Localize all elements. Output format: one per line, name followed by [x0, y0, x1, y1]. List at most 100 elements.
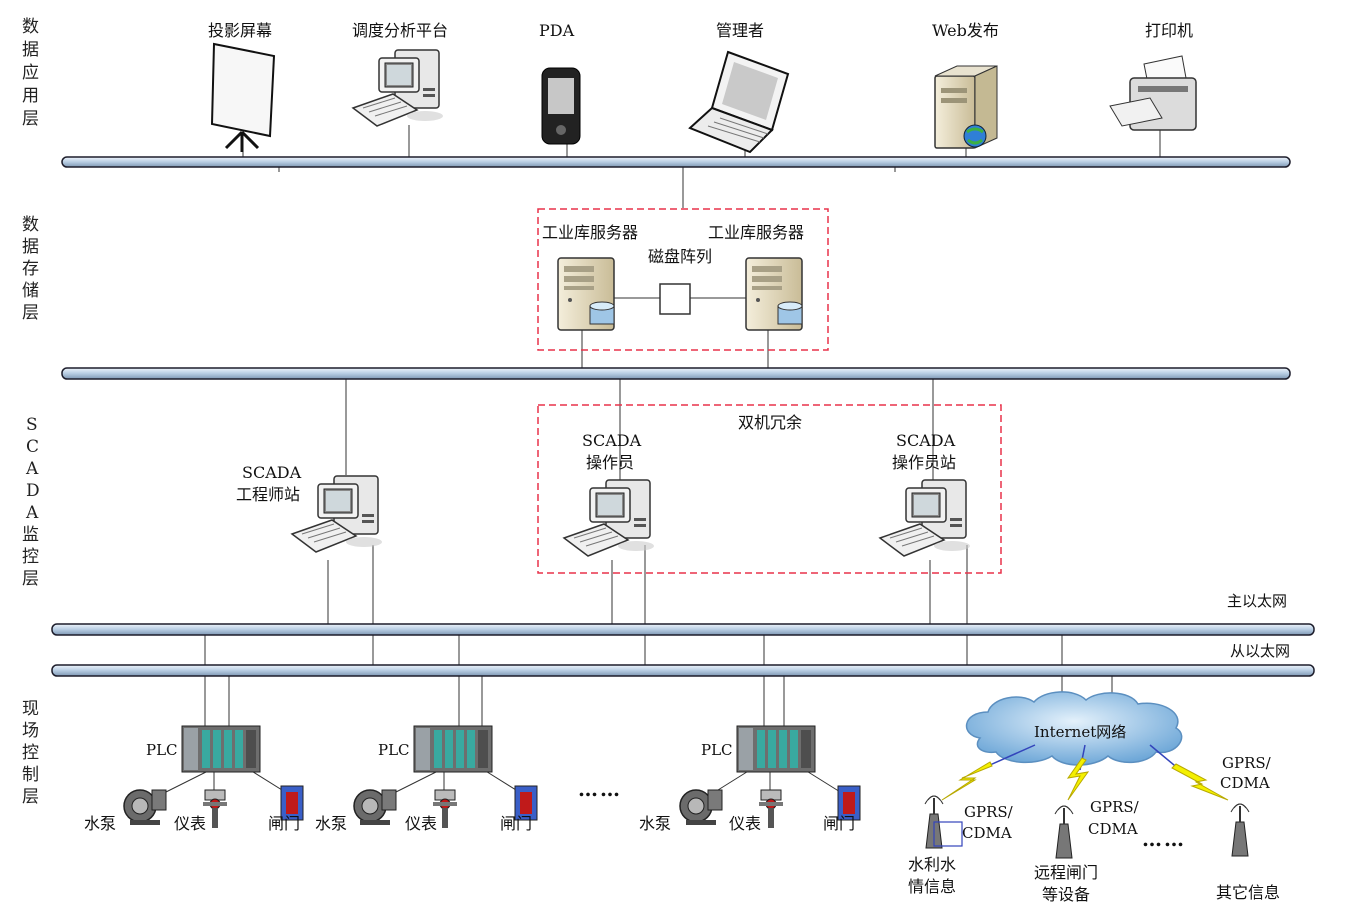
- internet-cloud-icon: [965, 691, 1183, 766]
- meter-label: 仪表: [174, 814, 206, 833]
- layer-storage-c3: 储: [22, 281, 39, 301]
- remote-gate-label-2: 等设备: [1042, 885, 1090, 904]
- backup-ethernet-label: 从以太网: [1230, 642, 1290, 660]
- other-info-label: 其它信息: [1216, 883, 1280, 902]
- operator-station-icon: [879, 479, 971, 557]
- layer-scada-c0: S: [26, 415, 38, 435]
- water-info-label-1: 水利水: [908, 855, 956, 874]
- server1-label: 工业库服务器: [542, 223, 638, 242]
- layer-field-c3: 制: [22, 765, 39, 785]
- plc-label: PLC: [146, 741, 178, 759]
- layer-scada-c1: C: [26, 437, 39, 457]
- layer-scada-c2: A: [25, 459, 39, 479]
- operator-label-1: SCADA: [582, 431, 642, 450]
- web-server-icon: [934, 65, 998, 149]
- plc-label: PLC: [378, 741, 410, 759]
- layer-label-app: 数 据 应 用 层: [22, 17, 39, 129]
- database-server-icon: [557, 257, 615, 331]
- redundancy-label: 双机冗余: [738, 413, 802, 432]
- layer-app-c2: 应: [22, 63, 39, 83]
- projector-icon: [210, 42, 276, 152]
- web-label: Web发布: [932, 21, 999, 40]
- meter-icon: [202, 789, 228, 829]
- remote-gate-label-1: 远程闸门: [1034, 863, 1098, 882]
- engineer-label-1: SCADA: [242, 463, 302, 482]
- layer-storage-c0: 数: [22, 215, 39, 235]
- gprs3-label-2: CDMA: [1220, 774, 1270, 792]
- printer-icon: [1109, 55, 1197, 131]
- meter-label: 仪表: [405, 814, 437, 833]
- bus-app: [61, 156, 1291, 168]
- layer-storage-c2: 存: [22, 259, 39, 279]
- redundancy-box: [537, 404, 1002, 574]
- desktop-computer-icon: [352, 49, 444, 127]
- wireless-link-1: [941, 744, 1036, 801]
- antenna-icon: [1054, 805, 1074, 859]
- pump-label: 水泵: [315, 814, 347, 833]
- layer-label-storage: 数 据 存 储 层: [22, 215, 39, 323]
- layer-scada-c4: A: [25, 503, 39, 523]
- pda-label: PDA: [539, 21, 575, 40]
- layer-scada-c6: 控: [22, 547, 39, 567]
- gate-label: 闸门: [823, 814, 855, 833]
- layer-storage-c1: 据: [22, 237, 39, 257]
- gprs1-label-1: GPRS/: [964, 803, 1014, 821]
- engineer-station-icon: [291, 475, 383, 553]
- database-server-icon: [745, 257, 803, 331]
- dispatch-label: 调度分析平台: [352, 21, 448, 40]
- pda-icon: [541, 67, 581, 145]
- gprs3-label-1: GPRS/: [1222, 754, 1272, 772]
- plc-icon: [181, 725, 261, 773]
- operator-label-2: 操作员: [586, 453, 634, 472]
- layer-field-c4: 层: [22, 787, 39, 807]
- layer-scada-c3: D: [26, 481, 40, 501]
- plc-icon: [413, 725, 493, 773]
- disk-array-label: 磁盘阵列: [648, 247, 712, 266]
- remote-ellipsis: ……: [1142, 827, 1186, 851]
- gprs2-label-2: CDMA: [1088, 820, 1138, 838]
- pump-icon: [679, 789, 723, 826]
- layer-app-c0: 数: [22, 17, 39, 37]
- layer-app-c3: 用: [22, 86, 39, 106]
- layer-label-field: 现 场 控 制 层: [22, 699, 39, 807]
- pump-label: 水泵: [84, 814, 116, 833]
- bus-main-ethernet: [51, 623, 1315, 636]
- operator-station-label-2: 操作员站: [892, 453, 956, 472]
- layer-scada-c5: 监: [22, 525, 39, 545]
- plc-group-1: PLC 水泵 仪表 闸门: [84, 725, 304, 833]
- plc-group-2: PLC 水泵 仪表 闸门: [315, 725, 538, 833]
- disk-array-icon: [659, 283, 691, 315]
- printer-label: 打印机: [1145, 21, 1193, 40]
- antenna-icon: [1230, 803, 1250, 857]
- meter-icon: [758, 789, 784, 829]
- water-info-label-2: 情信息: [908, 877, 956, 896]
- layer-label-scada: S C A D A 监 控 层: [22, 415, 40, 589]
- layer-field-c1: 场: [22, 721, 39, 741]
- layer-field-c0: 现: [22, 699, 39, 719]
- plc-icon: [736, 725, 816, 773]
- wireless-link-3: [1149, 744, 1229, 801]
- pump-icon: [353, 789, 397, 826]
- internet-label: Internet网络: [1034, 723, 1126, 741]
- storage-cluster-box: [537, 208, 829, 351]
- gate-label: 闸门: [268, 814, 300, 833]
- layer-app-c4: 层: [22, 109, 39, 129]
- pump-label: 水泵: [639, 814, 671, 833]
- plc-label: PLC: [701, 741, 733, 759]
- operator-station-icon: [563, 479, 655, 557]
- projector-label: 投影屏幕: [208, 21, 272, 40]
- manager-label: 管理者: [716, 21, 764, 40]
- gprs2-label-1: GPRS/: [1090, 798, 1140, 816]
- gate-label: 闸门: [500, 814, 532, 833]
- bus-backup-ethernet: [51, 664, 1315, 677]
- field-ellipsis: ……: [578, 777, 622, 801]
- server2-label: 工业库服务器: [708, 223, 804, 242]
- layer-app-c1: 据: [22, 40, 39, 60]
- gprs1-label-2: CDMA: [962, 824, 1012, 842]
- engineer-label-2: 工程师站: [236, 485, 300, 504]
- wireless-link-2: [1066, 744, 1090, 801]
- bus-storage: [61, 367, 1291, 380]
- meter-label: 仪表: [729, 814, 761, 833]
- gprs-link-box: [933, 821, 963, 847]
